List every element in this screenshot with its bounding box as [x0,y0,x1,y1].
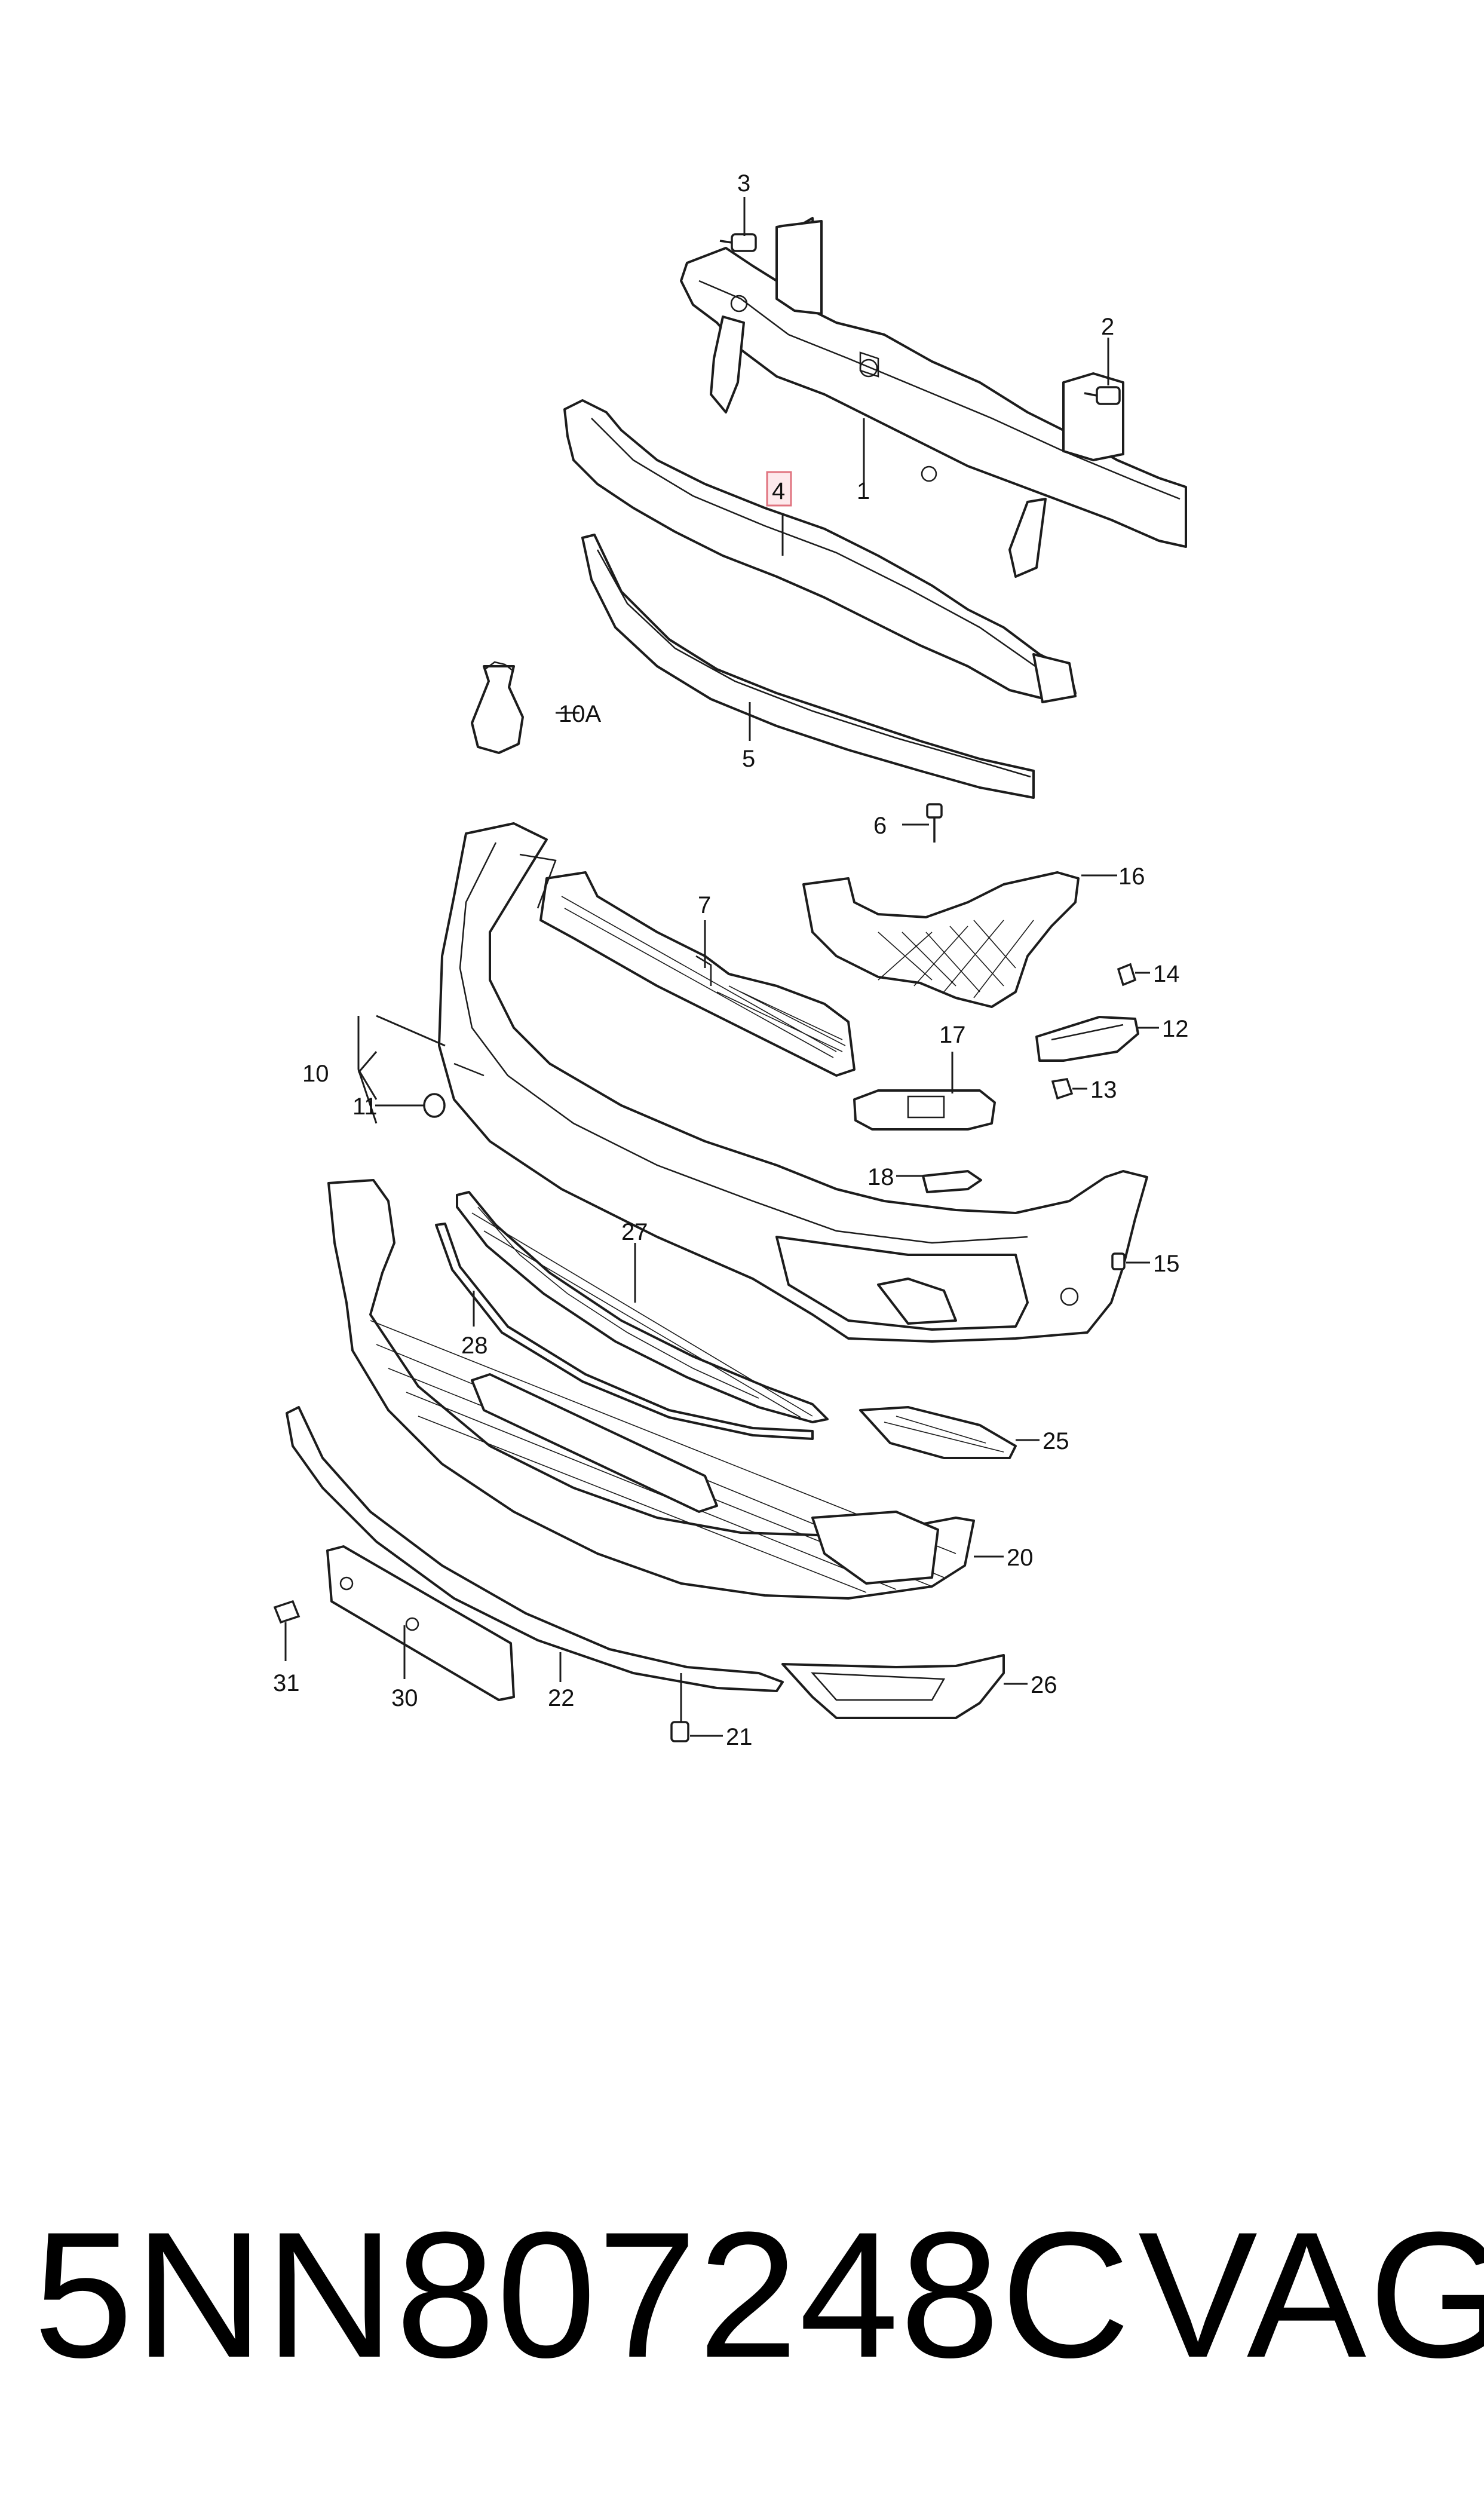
callout-18: 18 [867,1164,894,1190]
callout-15: 15 [1153,1251,1180,1277]
part-10-bumper-cover [438,822,1148,1343]
callout-4: 4 [772,478,785,504]
part-26-corner-trim [781,1654,1005,1719]
callout-28: 28 [461,1332,488,1359]
part-4-energy-absorber [563,399,1077,703]
part-7-air-guide [539,871,856,1077]
part-20-lower-grille [327,1179,975,1600]
part-25-side-grille [859,1406,1017,1459]
callout-17: 17 [939,1022,966,1048]
callout-20: 20 [1007,1545,1034,1571]
part-27-upper-grille [456,1191,829,1423]
callout-1: 1 [857,478,870,504]
part-31-clip-icon [273,1600,301,1624]
part-12-guide-bracket [1035,1016,1139,1062]
callout-27: 27 [621,1219,648,1245]
callout-labels: 3 2 1 4 5 10A 6 7 16 14 12 17 13 10 11 1… [273,170,1189,1750]
exploded-parts-diagram: 3 2 1 4 5 10A 6 7 16 14 12 17 13 10 11 1… [273,170,1189,1750]
callout-14: 14 [1153,961,1180,987]
callout-31: 31 [273,1670,300,1696]
callout-10a: 10A [559,701,601,727]
part-15-screw-icon [1111,1252,1126,1270]
part-6-screw-icon [926,803,943,843]
callout-12: 12 [1162,1016,1189,1042]
part-1-cross-member [680,217,1187,578]
callout-26: 26 [1031,1672,1057,1698]
part-17-bracket [853,1089,996,1131]
callout-6: 6 [873,813,887,839]
part-16-side-bracket [802,871,1080,1008]
callout-3: 3 [737,170,750,197]
part-2-bolt-icon [1084,386,1121,405]
part-11-plug-icon [423,1093,446,1118]
leader-lines [284,197,1159,1737]
callout-11: 11 [352,1093,378,1120]
part-10a-bag-icon [471,661,524,754]
part-14-clip-icon [1117,963,1137,987]
part-22-lower-lip [286,1406,784,1692]
callout-25: 25 [1043,1428,1069,1454]
part-5-bracket-strip [581,534,1035,799]
callout-5: 5 [742,746,755,772]
part-18-cover-cap [922,1170,982,1193]
part-13-nut-icon [1051,1078,1074,1100]
callout-30: 30 [391,1685,418,1711]
callout-2: 2 [1101,314,1114,340]
callout-7: 7 [698,892,711,918]
brand-name: VAG [1138,2194,1484,2395]
callout-22: 22 [548,1685,575,1711]
part-number: 5NN807248C [33,2194,1132,2395]
part-30-plate-holder [326,1545,515,1701]
part-21-screw-icon [670,1721,689,1742]
callout-21: 21 [726,1724,753,1750]
callout-4-highlight-box [766,471,792,507]
callout-16: 16 [1118,863,1145,890]
callout-13: 13 [1090,1077,1117,1103]
callout-10: 10 [302,1061,329,1087]
part-28-trim-strip [435,1223,814,1440]
